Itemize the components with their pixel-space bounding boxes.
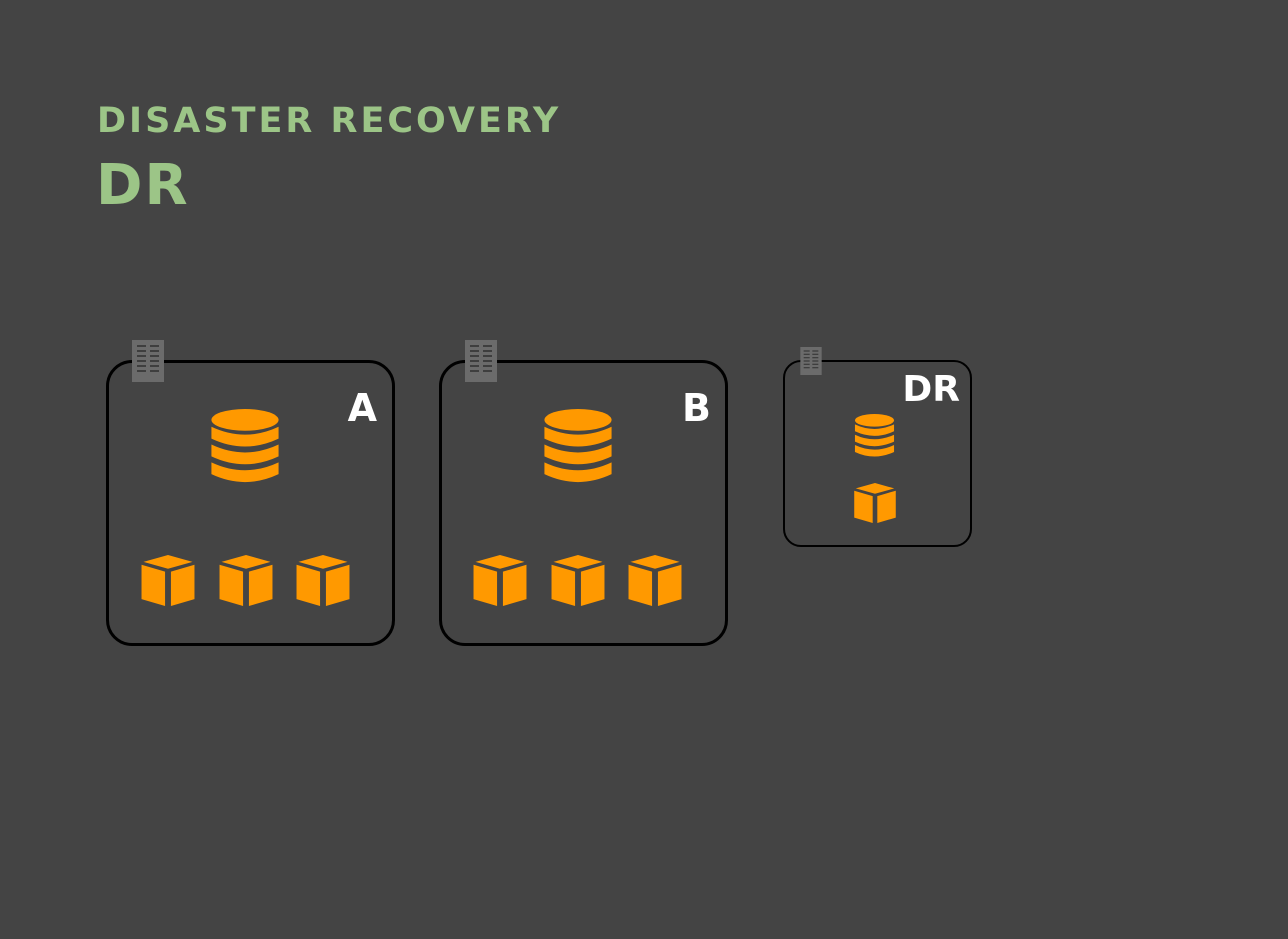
region-label-a: A — [347, 386, 377, 430]
cube-icon — [551, 555, 605, 606]
cube-icon — [219, 555, 273, 606]
region-label-dr: DR — [902, 369, 960, 410]
cube-icon — [628, 555, 682, 606]
server-rack-icon — [132, 340, 164, 382]
diagram-title: DR — [96, 153, 190, 218]
region-box-dr: DR — [783, 360, 972, 547]
database-icon — [210, 409, 280, 488]
cube-icon — [141, 555, 195, 606]
cube-icon — [296, 555, 350, 606]
cube-icon — [854, 483, 896, 523]
region-box-a: A — [106, 360, 395, 646]
server-rack-icon — [800, 347, 822, 375]
region-box-b: B — [439, 360, 728, 646]
server-rack-icon — [465, 340, 497, 382]
diagram-subtitle: DISASTER RECOVERY — [97, 101, 562, 141]
cube-icon — [473, 555, 527, 606]
region-label-b: B — [682, 386, 711, 430]
database-icon — [543, 409, 613, 488]
database-icon — [854, 414, 895, 460]
